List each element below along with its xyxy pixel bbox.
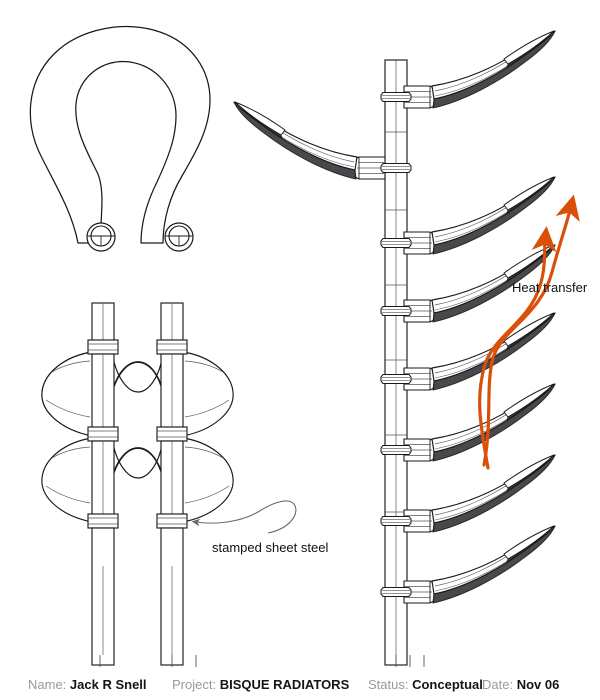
tower-collar-1 (380, 91, 412, 103)
tower-collar-8 (380, 586, 412, 598)
view-tower-side-elevation (234, 30, 556, 666)
tower-blade-4 (403, 312, 556, 391)
tower-collar-2 (380, 162, 412, 174)
title-block-label-project: Project: (172, 677, 217, 692)
leader-stamped-sheet-steel (191, 500, 297, 534)
title-block-label-status: Status: (368, 677, 409, 692)
title-block-value-project: BISQUE RADIATORS (219, 677, 350, 692)
fin-bore-left (86, 222, 116, 252)
title-block-label-date: Date: (482, 677, 514, 692)
heat-arrow-right (482, 194, 580, 467)
stack-fin-upper (41, 351, 234, 437)
stack-fin-lower (41, 437, 234, 523)
fin-bore-right (164, 222, 194, 252)
title-block-field-name: Name: Jack R Snell (28, 676, 147, 694)
stack-pipe-left (87, 302, 119, 666)
tower-blade-6 (403, 454, 556, 533)
tower-pipe (384, 59, 408, 666)
tower-blade-2 (403, 176, 556, 255)
title-block: Name: Jack R Snell Project: BISQUE RADIA… (0, 672, 600, 700)
annotation-stamped-sheet-steel: stamped sheet steel (212, 540, 329, 555)
title-block-ticks (99, 655, 425, 667)
tower-collar-5 (380, 373, 412, 385)
tower-blade-left (234, 102, 385, 179)
title-block-field-project: Project: BISQUE RADIATORS (172, 676, 349, 694)
title-block-field-status: Status: Conceptual (368, 676, 483, 694)
view-fin-profile-plan (29, 25, 211, 252)
view-stack-front-elevation (41, 302, 234, 666)
title-block-field-date: Date: Nov 06 (482, 676, 559, 694)
tower-blade-1 (403, 30, 556, 109)
tower-blade-7 (403, 525, 556, 604)
tower-collar-4 (380, 305, 412, 317)
heat-arrow-left (478, 226, 557, 470)
title-block-value-date: Nov 06 (516, 677, 560, 692)
title-block-value-name: Jack R Snell (69, 677, 147, 692)
tower-collar-6 (380, 444, 412, 456)
annotation-heat-transfer: Heat transfer (512, 280, 588, 295)
tower-collar-7 (380, 515, 412, 527)
fin-profile-outline (29, 25, 211, 244)
stack-pipe-right (156, 302, 188, 666)
title-block-label-name: Name: (28, 677, 67, 692)
title-block-value-status: Conceptual (412, 677, 483, 692)
heat-transfer-arrows (478, 194, 580, 470)
tower-collar-3 (380, 237, 412, 249)
